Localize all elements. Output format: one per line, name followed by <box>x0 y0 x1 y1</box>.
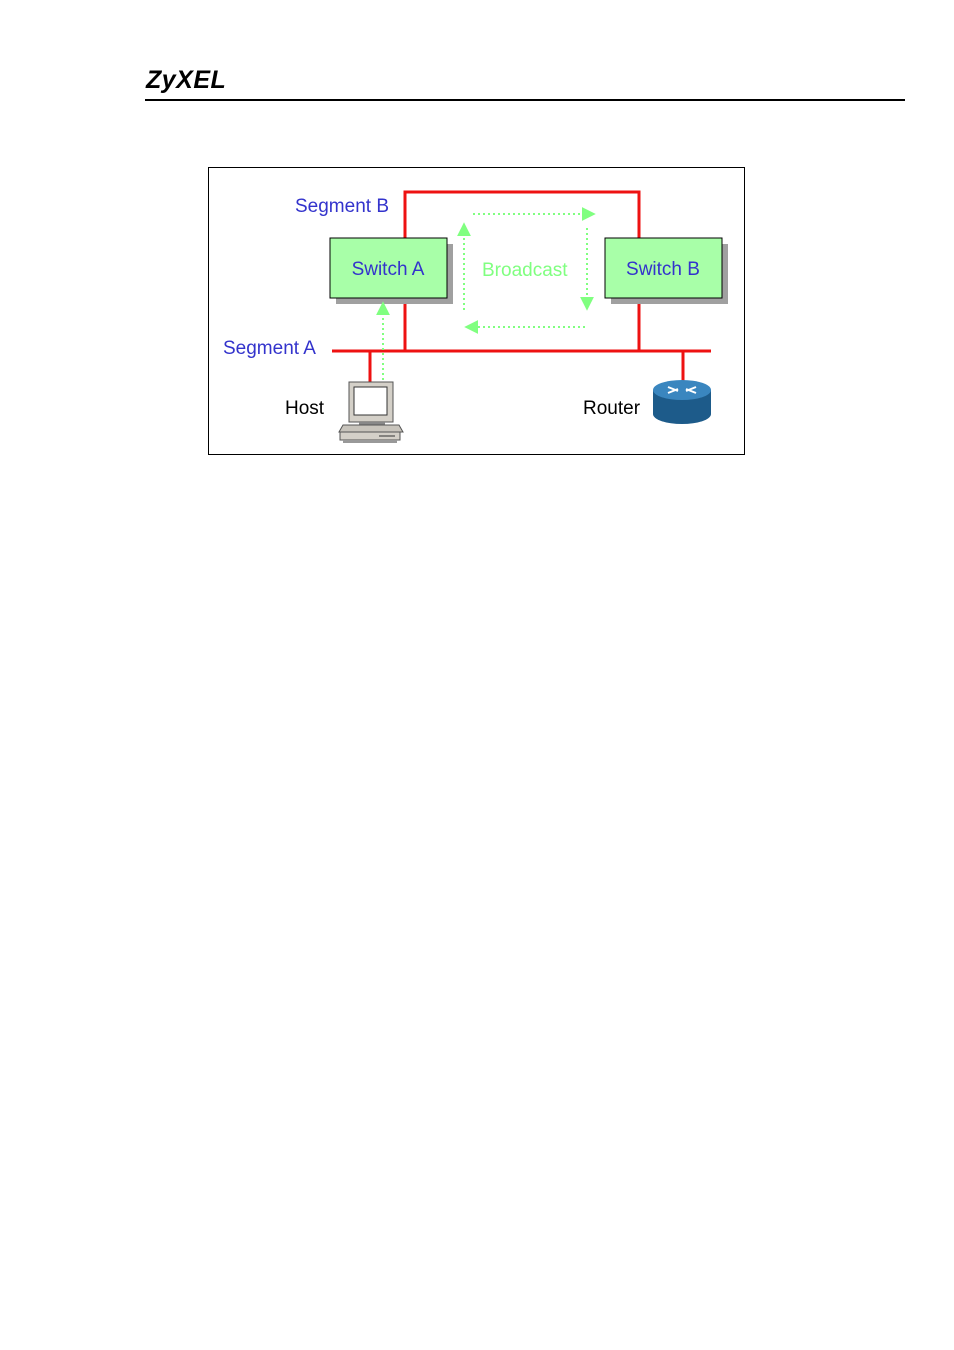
network-diagram: Switch A Switch B Broadcast Segment B Se… <box>208 167 745 455</box>
router-icon <box>653 380 711 424</box>
segment-b-label: Segment B <box>295 196 389 217</box>
switch-b: Switch B <box>605 238 728 304</box>
computer-icon <box>339 382 403 443</box>
header-rule <box>145 99 905 101</box>
switch-a: Switch A <box>330 238 453 304</box>
diagram-canvas: Switch A Switch B Broadcast Segment B Se… <box>209 168 745 455</box>
host-label: Host <box>285 398 325 419</box>
router-label: Router <box>583 398 641 419</box>
switch-a-label: Switch A <box>352 259 425 280</box>
switch-b-label: Switch B <box>626 259 700 280</box>
broadcast-label: Broadcast <box>482 260 568 281</box>
brand-logo: ZyXEL <box>146 66 226 95</box>
segment-a-label: Segment A <box>223 338 316 359</box>
segment-b-link <box>405 192 639 238</box>
